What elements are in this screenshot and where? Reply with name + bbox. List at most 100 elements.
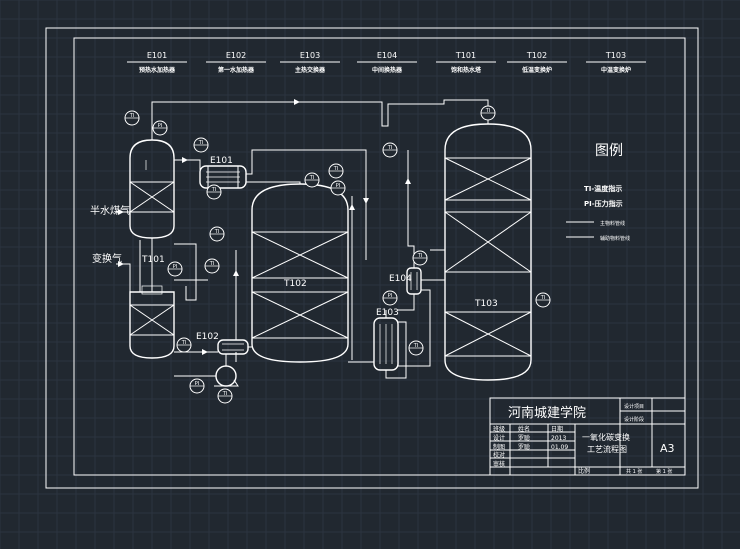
label-e102: E102 [196, 332, 219, 342]
instrument-ti: TI [209, 226, 225, 242]
instrument-tag: TI [198, 140, 204, 146]
instrument-pi: PI [330, 180, 346, 196]
legend-pi: PI-压力指示 [584, 199, 623, 208]
instrument-ti: TI [217, 388, 233, 404]
tower-t103 [444, 123, 532, 381]
instrument-ti: TI [328, 163, 344, 179]
title-block-date: 日期 [551, 425, 563, 433]
instrument-ti: TI [535, 292, 551, 308]
equipment-header-item: T102 低温变换炉 [507, 51, 567, 74]
flow-arrows [118, 99, 411, 355]
equipment-name: 中温变换炉 [601, 66, 631, 74]
equipment-name: 主热交换器 [295, 66, 326, 74]
sheet-size: A3 [660, 442, 675, 455]
label-e104: E104 [389, 274, 412, 284]
sheets-total: 共 1 张 [626, 468, 642, 475]
inner-border [73, 37, 686, 476]
equipment-header-item: E101 预热水加热器 [127, 51, 187, 74]
title-block-date: 01.09 [551, 444, 568, 451]
instrument-tag: TI [129, 113, 135, 119]
label-t103: T103 [474, 299, 498, 309]
title-block-name: 罗聪 [518, 443, 530, 451]
instrument-pi: PI [189, 378, 205, 394]
instrument-ti: TI [204, 258, 220, 274]
instrument-tag: TI [222, 391, 228, 397]
instrument-ti: TI [193, 137, 209, 153]
equipment-code: E102 [226, 51, 246, 60]
tb-stage: 设计阶段 [624, 416, 644, 423]
equipment-code: E101 [147, 51, 167, 60]
equipment-header-item: E104 中间换热器 [357, 51, 417, 74]
instrument-tag: TI [413, 343, 419, 349]
title-block-role: 审核 [493, 460, 505, 468]
title-block: 河南城建学院 设计项目 设计阶段 一氧化碳变换 工艺流程图 A3 比例 共 1 … [489, 397, 686, 476]
instrument-tag: PI [336, 183, 341, 189]
legend-ti: TI-温度指示 [584, 184, 622, 193]
pump [214, 365, 239, 387]
instrument-ti: TI [412, 250, 428, 266]
label-e101: E101 [210, 156, 233, 166]
instrument-tag: TI [387, 145, 393, 151]
title-block-role: 设计 [493, 434, 505, 442]
sheet-number: 第 1 张 [656, 468, 672, 475]
instrument-tag: TI [309, 175, 315, 181]
instrument-ti: TI [408, 340, 424, 356]
instrument-tag: TI [485, 108, 491, 114]
drawing-title-2: 工艺流程图 [587, 444, 627, 454]
title-block-name: 罗聪 [518, 434, 530, 442]
equipment-header-item: T101 饱和热水塔 [436, 51, 496, 74]
instrument-tag: TI [181, 340, 187, 346]
instrument-tag: PI [173, 264, 178, 270]
instrument-pi: PI [382, 290, 398, 306]
title-block-role: 制图 [493, 443, 505, 451]
instrument-ti: TI [382, 142, 398, 158]
tb-project: 设计项目 [624, 403, 644, 410]
title-block-role: 班级 [493, 425, 505, 433]
label-e103: E103 [376, 308, 399, 318]
label-shift-gas: 变换气 [92, 252, 122, 265]
equipment-header-item: E103 主热交换器 [280, 51, 340, 74]
equipment-code: E104 [377, 51, 397, 60]
equipment-code: T101 [455, 51, 476, 60]
exchanger-e103 [373, 317, 399, 371]
school-name: 河南城建学院 [508, 405, 586, 421]
tower-t101 [129, 139, 175, 359]
outer-border [45, 27, 699, 489]
title-block-date: 2013 [551, 435, 566, 442]
instrument-ti: TI [206, 184, 222, 200]
equipment-name: 预热水加热器 [139, 66, 176, 74]
equipment-code: T102 [526, 51, 547, 60]
instrument-tag: PI [388, 293, 393, 299]
equipment-name: 饱和热水塔 [451, 66, 482, 74]
label-t101: T101 [141, 255, 165, 265]
equipment-header-item: T103 中温变换炉 [586, 51, 646, 74]
instrument-tag: TI [209, 261, 215, 267]
equipment-code: E103 [300, 51, 320, 60]
instrument-pi: PI [152, 120, 168, 136]
instrument-tag: TI [333, 166, 339, 172]
instruments: TI PI TI TI PI TI TI TI PI TI TI PI TI TI TI PI TI TI TI [124, 105, 551, 404]
scale-label: 比例 [578, 467, 590, 475]
legend-title: 图例 [595, 143, 623, 159]
legend-line2: 辅助物料管线 [600, 235, 630, 242]
equipment-name: 第一水加热器 [217, 66, 255, 74]
instrument-tag: TI [417, 253, 423, 259]
equipment-code: T103 [605, 51, 626, 60]
legend-line1: 主物料管线 [600, 220, 625, 227]
instrument-tag: TI [540, 295, 546, 301]
label-t102: T102 [283, 279, 307, 289]
equipment-header: E101 预热水加热器 E102 第一水加热器 E103 主热交换器 E104 中间换热器 T1… [127, 51, 646, 74]
title-block-role: 校对 [493, 451, 505, 459]
exchanger-e101 [199, 165, 247, 189]
instrument-tag: TI [214, 229, 220, 235]
equipment-name: 中间换热器 [372, 66, 403, 74]
equipment-name: 低温变换炉 [521, 66, 552, 74]
instrument-tag: PI [158, 123, 163, 129]
instrument-ti: TI [176, 337, 192, 353]
instrument-tag: PI [195, 381, 200, 387]
piping [116, 99, 489, 379]
instrument-tag: TI [211, 187, 217, 193]
